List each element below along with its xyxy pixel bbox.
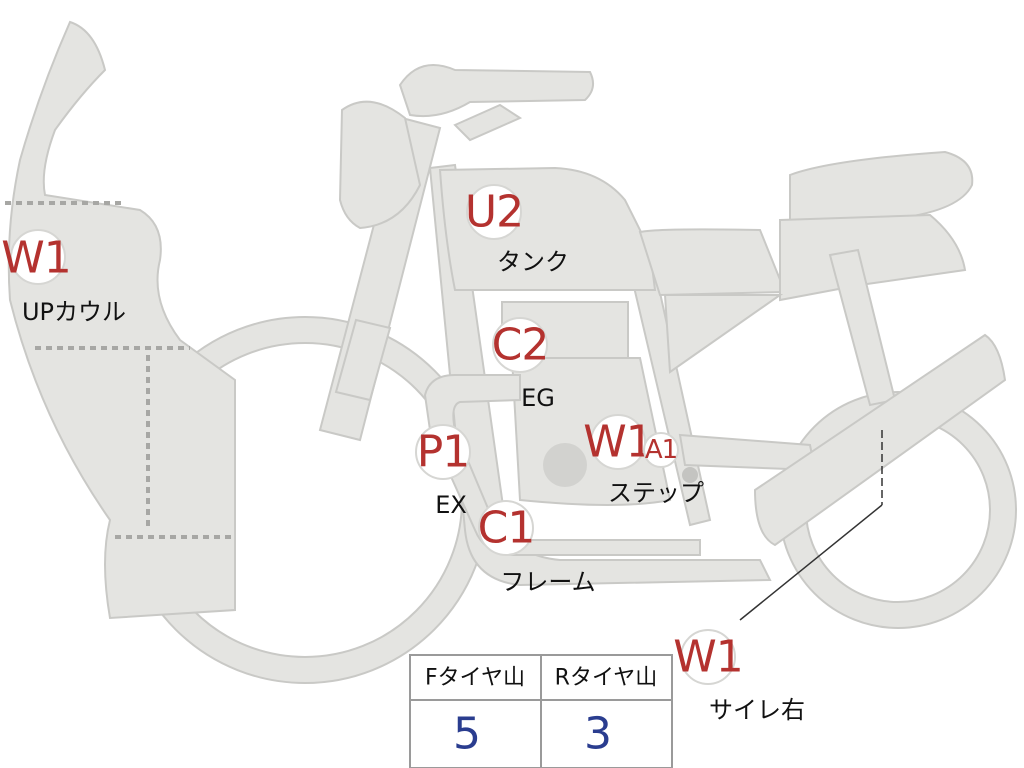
front-tire-header: Fタイヤ山: [425, 666, 525, 691]
label-tank: U2 タンク: [465, 184, 569, 276]
muffler-right-label: サイレ右: [709, 696, 805, 724]
label-muffler-right: W1 サイレ右: [673, 629, 805, 724]
step-code: W1: [583, 417, 653, 468]
label-frame: C1 フレーム: [478, 500, 596, 596]
rear-tire-header: Rタイヤ山: [555, 666, 658, 691]
cowl-code: W1: [1, 233, 71, 284]
engine-label: EG: [521, 384, 555, 412]
exhaust-label: EX: [435, 491, 467, 519]
frame-code: C1: [478, 503, 535, 554]
side-cover: [779, 213, 967, 302]
tank-code: U2: [465, 187, 523, 238]
label-engine: C2 EG: [492, 317, 555, 412]
muffler-right-code: W1: [673, 632, 743, 683]
muffler: [753, 333, 1007, 547]
label-step: W1 A1 ステップ: [583, 414, 704, 507]
upper-cowl: [7, 20, 236, 620]
cowl-label: UPカウル: [22, 298, 126, 326]
label-cowl: W1 UPカウル: [1, 229, 126, 326]
seat: [638, 150, 974, 297]
cowl-dotted-lines: [5, 201, 235, 539]
frame-label: フレーム: [500, 568, 595, 596]
front-tire-value: 5: [453, 709, 481, 760]
tank-label: タンク: [497, 248, 569, 276]
headlight: [338, 100, 422, 230]
label-exhaust: P1 EX: [415, 424, 471, 519]
rear-tire-value: 3: [584, 709, 612, 760]
handlebar: [398, 64, 595, 118]
step-label: ステップ: [608, 479, 704, 507]
muffler-leader-line: [739, 430, 883, 621]
step-code-secondary: A1: [645, 435, 677, 465]
tire-table: Fタイヤ山 Rタイヤ山 5 3: [409, 654, 673, 768]
exhaust-code: P1: [417, 427, 470, 478]
rear-fender: [663, 294, 784, 374]
engine-code: C2: [492, 320, 549, 371]
